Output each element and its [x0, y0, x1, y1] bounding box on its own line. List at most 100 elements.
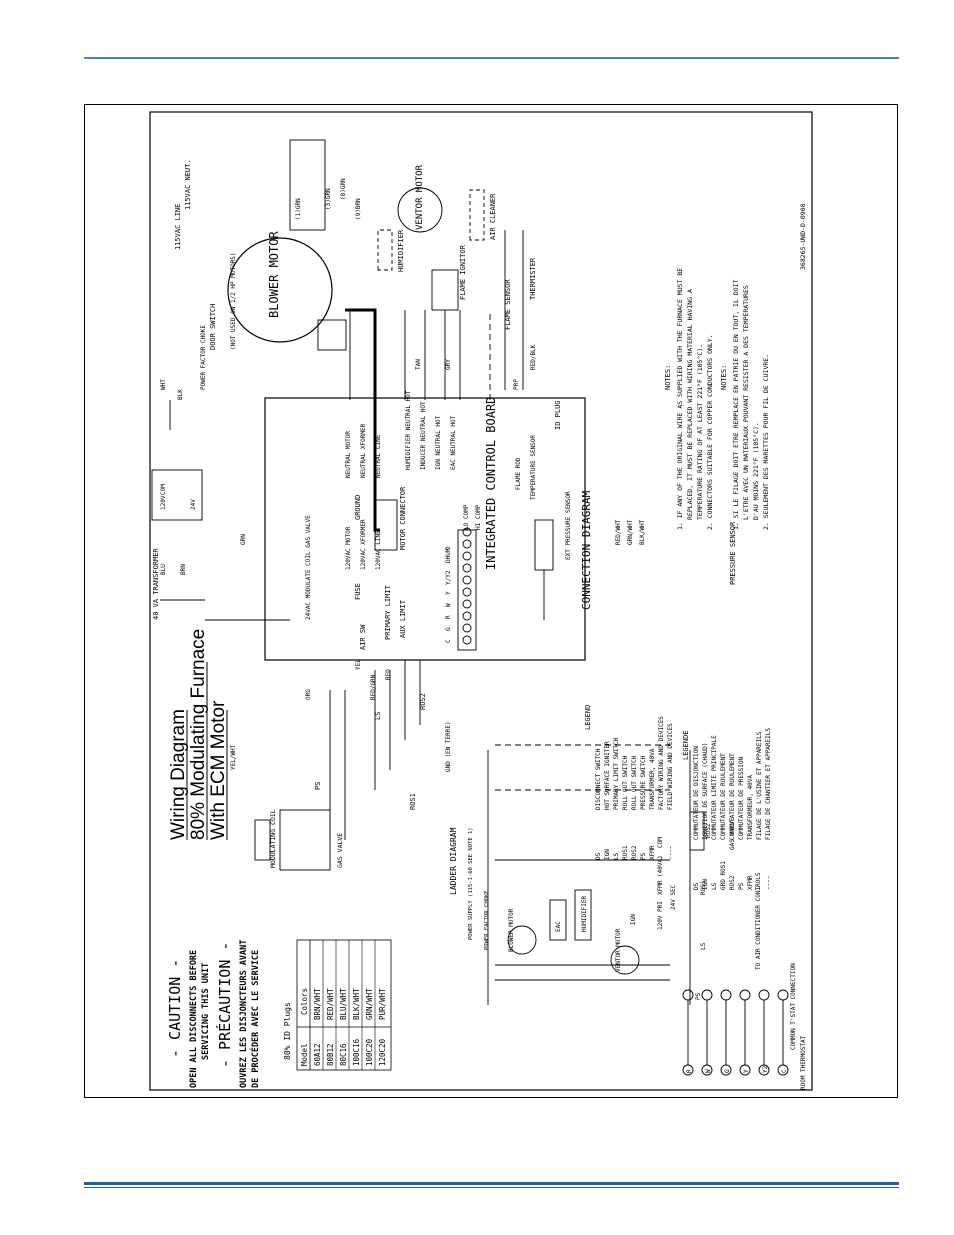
terminal-neutral-xformer: NEUTRAL XFORMER — [360, 423, 367, 478]
wire-label: YEL — [355, 659, 362, 670]
thermostat-terminal: C — [445, 639, 452, 643]
note-line-fr: D'AU MOINS 221°F (105°C). — [752, 422, 760, 520]
legend-item-fr: COMMUTATEUR LIMITE PRINCIPALE — [711, 735, 718, 840]
caution-line2-fr: DE PROCÉDER AVEC LE SERVICE — [249, 950, 261, 1088]
footer-rule-thin — [84, 1187, 899, 1188]
terminal-neutral-motor: NEUTRAL MOTOR — [345, 431, 352, 478]
ladder-thermostat-label: ROOM THERMOSTAT — [800, 1035, 807, 1090]
ladder-com-label: COM — [657, 837, 664, 848]
thermostat-terminal: Y/Y2 — [445, 570, 452, 585]
note-line: 1. IF ANY OF THE ORIGINAL WIRE AS SUPPLI… — [676, 268, 684, 530]
ls-label: LS — [374, 712, 382, 720]
wire-label: GRN/WHT — [627, 519, 634, 545]
wire-label: BLK — [177, 389, 184, 400]
ladder-title: LADDER DIAGRAM — [449, 827, 458, 895]
title-line1: Wiring Diagram — [168, 709, 189, 840]
id-plug-title: 80% ID Plugs — [283, 1002, 292, 1060]
wire-label: BLU — [160, 564, 167, 575]
caution-line1-fr: OUVREZ LES DISJONCTEURS AVANT — [239, 940, 249, 1088]
terminal-24vac: 24VAC MODULATE COIL GAS VALVE — [305, 515, 312, 620]
connection-labels: CONNECTION DIAGRAM BLOWER MOTOR VENTOR M… — [152, 159, 737, 868]
table-cell: BLU/WHT — [339, 988, 348, 1020]
note-line-fr: 1. SI LE FILAGE DOIT ETRE REMPLACE EN PA… — [732, 279, 740, 530]
drawing-border — [149, 111, 813, 1091]
wire-label: RED/WHT — [615, 519, 622, 545]
title-line3: With ECM Motor — [208, 700, 229, 840]
note-line-fr: 2. SEULEMENT DES MARETTES POUR FIL DE CU… — [762, 354, 770, 530]
legend-code-fr: XFMR — [747, 875, 754, 890]
thermostat-terminal: R — [445, 615, 452, 619]
transformer-label: 40 VA TRANSFORMER — [152, 548, 160, 620]
not-used-note: (NOT USED ON 1/2 HP MOTORS) — [230, 252, 237, 350]
legend-code-fr: ROS2 — [729, 875, 736, 890]
legend-code: XFMR — [649, 845, 656, 860]
legend-code-fr: IGN — [702, 879, 709, 890]
note-line-fr: L'ETRE AVEC UN MATERIAUX POUVANT RESISTE… — [742, 285, 750, 520]
legend-item-fr: COMMUTATEUR DE ROULEMENT — [720, 753, 727, 840]
legend-code: PS — [640, 852, 647, 860]
terminal-humidifier: HUMIDIFIER NEUTRAL HOT — [405, 390, 412, 470]
ladder-diagram — [487, 744, 789, 1076]
gas-valve-label: GAS VALVE — [336, 833, 344, 868]
legend-code: LS — [613, 852, 620, 860]
blower-motor-label: BLOWER MOTOR — [267, 231, 281, 318]
ladder-ls-label: LS — [700, 942, 707, 950]
legend-item: FACTORY WIRING AND DEVICES — [658, 716, 665, 810]
legend-item-fr: COMMUTATEUR DE DISJONCTION — [693, 746, 700, 840]
connection-diagram — [151, 139, 586, 871]
ladder-humidifier-label: HUMIDIFIER — [581, 895, 588, 932]
legend-code-fr: DS — [693, 882, 700, 890]
legend-item-fr: FILAGE DE CHANTIER ET APPAREILS — [765, 728, 772, 840]
table-cell: RED/WHT — [326, 988, 335, 1020]
id-plug-label: ID PLUG — [554, 400, 562, 430]
ladder-ps-label: PS — [695, 992, 702, 1000]
drawing-number: 368265-UWD-D-0908 — [799, 203, 807, 270]
transformer-label-24v: 24V — [190, 499, 197, 510]
title-block: Wiring Diagram 80% Modulating Furnace Wi… — [168, 629, 229, 840]
legend-title-fr: LÉGENDE — [681, 730, 690, 760]
wire-label: WHT — [160, 379, 167, 390]
wire-label: RED/BLK — [530, 344, 537, 370]
legend-item-fr: IGNITION DE SURFACE (CHAUD) — [702, 742, 709, 840]
title-line2: 80% Modulating Furnace — [188, 629, 209, 840]
id-plug-header-model: Model — [300, 1043, 309, 1066]
note-line: REPLACED, IT MUST BE REPLACED WITH WIRIN… — [686, 289, 694, 520]
caution-line1: OPEN ALL DISCONNECTS BEFORE — [189, 950, 199, 1088]
ladder-labels: LADDER DIAGRAM POWER SUPPLY (115-1-60 SE… — [449, 817, 807, 1090]
ladder-ign-label: IGN — [630, 914, 637, 925]
transformer-label-com: COM — [160, 484, 167, 495]
humidifier-label: HUMIDIFIER — [397, 229, 405, 272]
footer-rule — [84, 1182, 899, 1185]
motor-plug-label: (1)GRN — [295, 198, 302, 220]
thermostat-terminal: HI COMP — [475, 504, 482, 530]
note-line: TEMPERATURE RATING OF AT LEAST 221°F (10… — [696, 344, 704, 520]
diagram-frame — [84, 104, 898, 1098]
wire-label: YEL/WHT — [230, 744, 237, 770]
table-cell: 80B12 — [326, 1043, 335, 1066]
terminal-ign: IGN NEUTRAL HOT — [435, 415, 442, 470]
legend-item-fr: COMMUTATEUR DE ROULEMENT — [729, 753, 736, 840]
thermostat-terminal: O — [445, 546, 452, 550]
wire-label: GRY — [445, 359, 452, 370]
thermostat-terminal: W — [705, 1069, 712, 1073]
table-cell: 100C20 — [365, 1038, 374, 1066]
legend-item: HOT SURFACE IGNITER — [604, 741, 611, 810]
rotated-sheet: Wiring Diagram 80% Modulating Furnace Wi… — [151, 139, 807, 1090]
terminal-120vac-line: 120VAC LINE — [375, 530, 382, 570]
wire-label: ORG — [305, 689, 312, 700]
legend-item: TRANSFORMER, 40VA — [649, 748, 656, 810]
thermostat-terminal: C — [781, 1069, 788, 1073]
legend-code: ROS2 — [631, 845, 638, 860]
legend-item-fr: TRANSFORMEUR, 40VA — [747, 775, 754, 840]
wire-label: PRP — [513, 379, 520, 390]
id-plug-header-colors: Colors — [300, 988, 309, 1015]
flame-sensor-label: FLAME SENSOR — [504, 279, 512, 330]
board-label: INTEGRATED CONTROL BOARD — [484, 397, 498, 570]
legend-item-fr: COMMUTATEUR DE PRESSION — [738, 757, 745, 840]
legend-item: PRIMARY LIMIT SWITCH — [613, 737, 620, 810]
ros2-label: ROS2 — [419, 693, 427, 710]
ladder-24v-label: 24V SEC — [670, 884, 677, 910]
thermostat-terminal: DHUM — [445, 548, 452, 563]
wire-label: RED — [385, 669, 392, 680]
